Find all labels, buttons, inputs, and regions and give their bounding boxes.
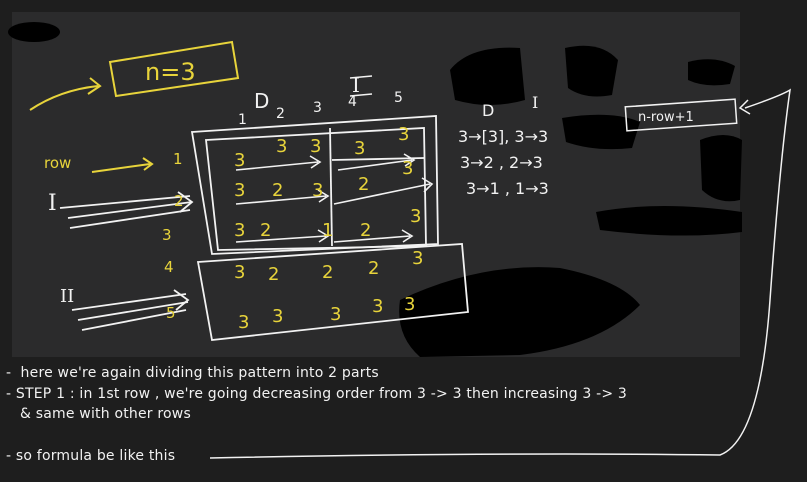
row-number: 1 — [173, 150, 183, 168]
grid-arrows — [235, 153, 434, 243]
row-number: 3 — [162, 226, 172, 244]
row-label: row — [44, 154, 71, 172]
grid-cell: 1 — [322, 220, 333, 241]
grid-cell: 2 — [368, 258, 379, 279]
grid-values: 3 3 3 3 3 3 2 3 2 3 3 2 1 2 3 3 2 2 2 3 … — [234, 124, 423, 333]
grid-cell: 2 — [358, 174, 369, 195]
grid-cell: 3 — [330, 304, 341, 325]
formula-box-text: n-row+1 — [638, 110, 694, 125]
row-numbers: 1 2 3 4 5 — [162, 150, 184, 322]
grid-cell: 2 — [360, 220, 371, 241]
grid-cell: 3 — [410, 206, 421, 227]
grid-cell: 3 — [234, 150, 245, 171]
grid-cell: 3 — [372, 296, 383, 317]
grid-cell: 3 — [234, 180, 245, 201]
grid-cell: 3 — [238, 312, 249, 333]
grid-cell: 3 — [312, 180, 323, 201]
note-line: - so formula be like this — [6, 448, 176, 464]
column-number: 3 — [313, 100, 322, 116]
note-line: - STEP 1 : in 1st row , we're going decr… — [6, 386, 628, 402]
column-number: 5 — [394, 90, 403, 106]
grid-cell: 3 — [398, 124, 409, 145]
grid-outlines — [190, 115, 469, 341]
connector-curve — [209, 88, 791, 459]
side-note-line: 3→2 , 2→3 — [460, 153, 543, 172]
part-one-label-group: I — [48, 191, 194, 229]
row-number: 2 — [174, 192, 184, 210]
grid-cell: 3 — [310, 136, 321, 157]
grid-cell: 2 — [322, 262, 333, 283]
part-two-label-group: II — [60, 286, 190, 331]
grid-cell: 2 — [272, 180, 283, 201]
column-number: 1 — [238, 112, 247, 128]
grid-cell: 3 — [234, 262, 245, 283]
grid-cell: 3 — [402, 158, 413, 179]
side-note-line: 3→1 , 1→3 — [466, 179, 549, 198]
grid-cell: 3 — [354, 138, 365, 159]
note-line: & same with other rows — [6, 406, 191, 422]
grid-cell: 2 — [260, 220, 271, 241]
header-d: D — [254, 89, 269, 113]
header-i: I — [352, 73, 360, 97]
row-label-group: row — [44, 154, 154, 173]
column-number: 2 — [276, 106, 285, 122]
n-label: n=3 — [145, 58, 196, 86]
row-number: 4 — [164, 258, 174, 276]
side-note-header-d: D — [482, 101, 494, 120]
note-line: - here we're again dividing this pattern… — [6, 365, 379, 381]
side-notes: D I 3→[3], 3→3 3→2 , 2→3 3→1 , 1→3 — [458, 93, 549, 198]
row-number: 5 — [166, 304, 176, 322]
part-two-label: II — [60, 286, 74, 307]
grid-cell: 3 — [276, 136, 287, 157]
grid-cell: 3 — [404, 294, 415, 315]
redaction-marks — [8, 22, 742, 357]
part-one-label: I — [48, 191, 57, 216]
grid-cell: 3 — [234, 220, 245, 241]
grid-cell: 3 — [272, 306, 283, 327]
column-number: 4 — [348, 94, 357, 110]
n-label-group: n=3 — [29, 40, 240, 111]
side-note-header-i: I — [532, 93, 538, 112]
side-note-line: 3→[3], 3→3 — [458, 127, 548, 146]
formula-box-group: n-row+1 — [624, 98, 738, 132]
column-numbers: 1 2 3 4 5 — [238, 90, 403, 128]
grid-cell: 3 — [412, 248, 423, 269]
grid-cell: 2 — [268, 264, 279, 285]
